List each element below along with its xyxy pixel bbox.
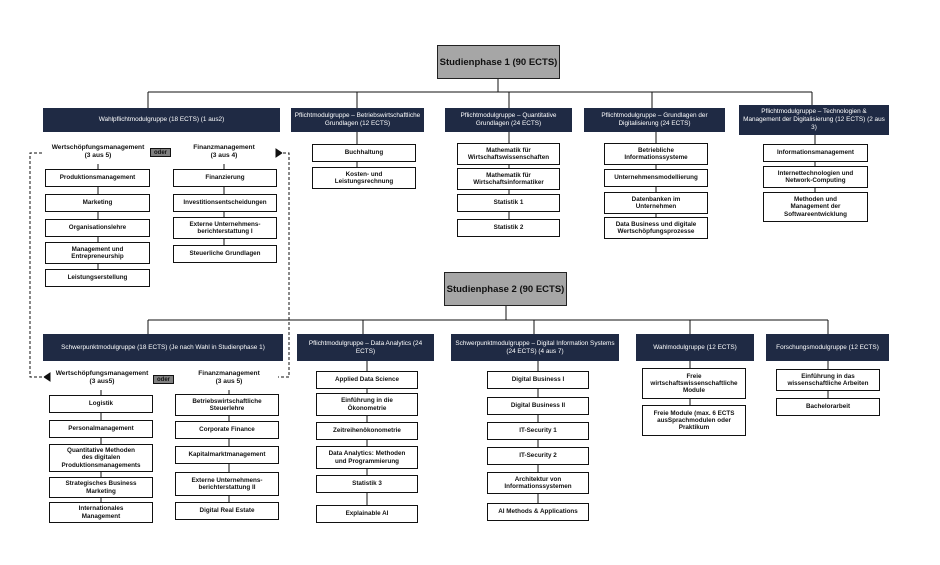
- module-box: Marketing: [45, 194, 150, 212]
- module-box: Internettechnologien und Network-Computi…: [763, 166, 868, 188]
- group-header-wahlpflicht: Wahlpflichtmodulgruppe (18 ECTS) (1 aus2…: [43, 108, 280, 132]
- module-box: Finanzierung: [173, 169, 277, 187]
- module-box: Kapitalmarktmanagement: [175, 446, 279, 464]
- module-box: Statistik 3: [316, 475, 418, 493]
- module-box: Strategisches Business Marketing: [49, 477, 153, 498]
- module-box: IT-Security 2: [487, 447, 589, 465]
- group-header-tech: Pflichtmodulgruppe – Technologien & Mana…: [739, 105, 889, 135]
- module-box: AI Methods & Applications: [487, 503, 589, 521]
- group-header-wahl: Wahlmodulgruppe (12 ECTS): [636, 334, 754, 361]
- phase2-title: Studienphase 2 (90 ECTS): [444, 272, 567, 306]
- module-box: Personalmanagement: [49, 420, 153, 438]
- group-header-digital: Pflichtmodulgruppe – Grundlagen der Digi…: [584, 108, 725, 132]
- module-box: Leistungserstellung: [45, 269, 150, 287]
- subgroup-title-finanz-2: Finanzmanagement (3 aus 5): [198, 370, 260, 385]
- module-box: Steuerliche Grundlagen: [173, 245, 277, 263]
- module-box: Applied Data Science: [316, 371, 418, 389]
- subgroup-title-finanz-1: Finanzmanagement (3 aus 4): [193, 144, 255, 159]
- group-header-schwerpunkt: Schwerpunktmodulgruppe (18 ECTS) (Je nac…: [43, 334, 283, 361]
- module-box: Betriebswirtschaftliche Steuerlehre: [175, 394, 279, 416]
- module-box: Informationsmanagement: [763, 144, 868, 162]
- module-box: Mathematik für Wirtschaftswissenschaften: [457, 143, 560, 165]
- phase1-title: Studienphase 1 (90 ECTS): [437, 45, 560, 79]
- module-box: Explainable AI: [316, 505, 418, 523]
- module-box: Kosten- und Leistungsrechnung: [312, 167, 416, 189]
- module-box: Digital Business II: [487, 397, 589, 415]
- module-box: Zeitreihenökonometrie: [316, 422, 418, 440]
- module-box: Einführung in das wissenschaftliche Arbe…: [776, 369, 880, 391]
- module-box: Freie wirtschaftswissenschaftliche Modul…: [642, 368, 746, 399]
- module-box: Quantitative Methoden des digitalen Prod…: [49, 444, 153, 472]
- module-box: Data Business und digitale Wertschöpfung…: [604, 217, 708, 239]
- module-box: Externe Unternehmens- berichterstattung …: [173, 217, 277, 239]
- module-box: Datenbanken im Unternehmen: [604, 192, 708, 214]
- oder-badge-2: oder: [153, 375, 174, 384]
- group-header-quant: Pflichtmodulgruppe – Quantitative Grundl…: [445, 108, 572, 132]
- module-box: Internationales Management: [49, 502, 153, 523]
- group-header-infosys: Schwerpunktmodulgruppe – Digital Informa…: [451, 334, 619, 361]
- module-box: Digital Business I: [487, 371, 589, 389]
- module-box: Einführung in die Ökonometrie: [316, 393, 418, 416]
- module-box: Freie Module (max. 6 ECTS ausSprachmodul…: [642, 405, 746, 436]
- module-box: Betriebliche Informationssysteme: [604, 143, 708, 165]
- module-box: Corporate Finance: [175, 421, 279, 439]
- module-box: Unternehmensmodellierung: [604, 169, 708, 187]
- subgroup-title-wertschoepfung-2: Wertschöpfungsmanagement (3 aus5): [55, 370, 149, 385]
- module-box: Statistik 2: [457, 219, 560, 237]
- module-box: Investitionsentscheidungen: [173, 194, 277, 212]
- module-box: Management und Entrepreneurship: [45, 242, 150, 264]
- group-header-forschung: Forschungsmodulgruppe (12 ECTS): [766, 334, 889, 361]
- module-box: Produktionsmanagement: [45, 169, 150, 187]
- module-box: Architektur von Informationssystemen: [487, 472, 589, 494]
- group-header-analytics: Pflichtmodulgruppe – Data Analytics (24 …: [297, 334, 434, 361]
- module-box: Data Analytics: Methoden und Programmier…: [316, 446, 418, 469]
- subgroup-title-wertschoepfung-1: Wertschöpfungsmanagement (3 aus 5): [51, 144, 145, 159]
- module-box: Mathematik für Wirtschaftsinformatiker: [457, 168, 560, 190]
- module-box: Externe Unternehmens- berichterstattung …: [175, 472, 279, 496]
- module-box: Digital Real Estate: [175, 502, 279, 520]
- module-box: IT-Security 1: [487, 422, 589, 440]
- module-box: Logistik: [49, 395, 153, 413]
- oder-badge-1: oder: [150, 148, 171, 157]
- module-box: Buchhaltung: [312, 144, 416, 162]
- module-box: Bachelorarbeit: [776, 398, 880, 416]
- module-box: Organisationslehre: [45, 219, 150, 237]
- group-header-bwl: Pflichtmodulgruppe – Betriebswirtschaftl…: [291, 108, 424, 132]
- module-box: Statistik 1: [457, 194, 560, 212]
- module-box: Methoden und Management der Softwareentw…: [763, 192, 868, 222]
